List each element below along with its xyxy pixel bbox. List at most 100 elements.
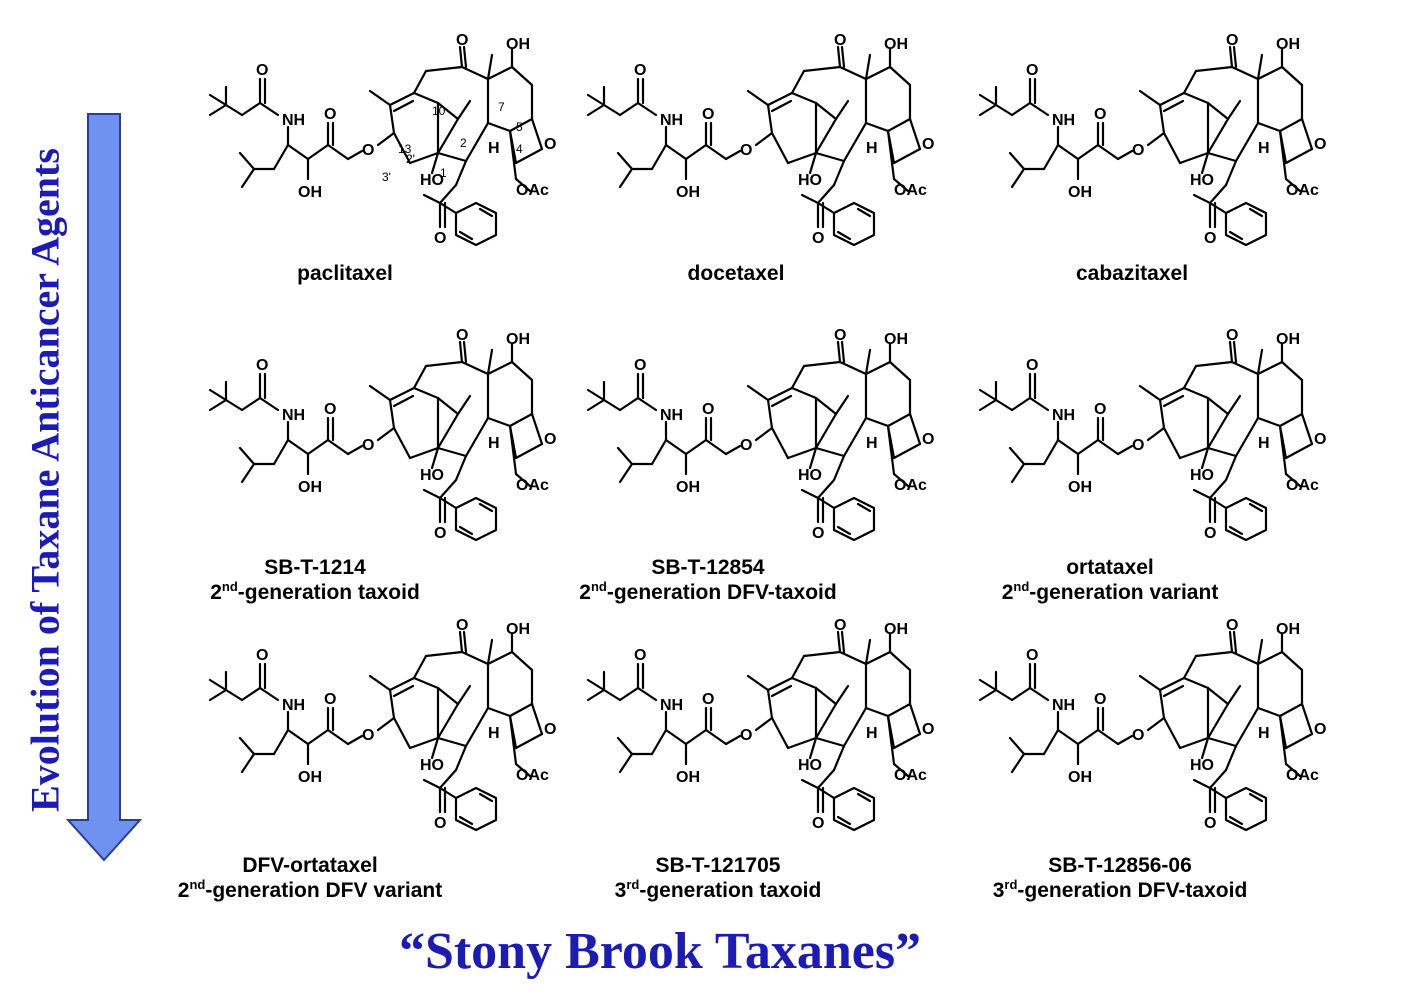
svg-text:O: O xyxy=(256,62,268,79)
svg-text:O: O xyxy=(922,136,934,153)
svg-text:OH: OH xyxy=(884,621,908,638)
svg-text:O: O xyxy=(922,431,934,448)
structure-9: NH O O OH O OH O O HO H OAc O xyxy=(940,617,1360,900)
svg-text:O: O xyxy=(1094,691,1106,708)
svg-text:HO: HO xyxy=(1190,467,1214,484)
svg-text:O: O xyxy=(1204,815,1216,832)
structure-2: NH O O OH O OH O O HO H OAc O xyxy=(548,32,968,315)
compound-name: ortataxel xyxy=(1066,556,1154,579)
svg-text:NH: NH xyxy=(660,112,683,129)
svg-text:HO: HO xyxy=(798,757,822,774)
svg-text:O: O xyxy=(324,106,336,123)
svg-text:O: O xyxy=(362,437,374,454)
svg-text:O: O xyxy=(434,230,446,247)
svg-text:HO: HO xyxy=(420,757,444,774)
svg-text:O: O xyxy=(634,357,646,374)
svg-text:NH: NH xyxy=(282,407,305,424)
svg-text:O: O xyxy=(834,32,846,49)
svg-text:OH: OH xyxy=(506,36,530,53)
svg-text:OH: OH xyxy=(676,769,700,786)
svg-text:OH: OH xyxy=(884,331,908,348)
svg-text:O: O xyxy=(1026,62,1038,79)
svg-text:O: O xyxy=(1226,617,1238,634)
svg-text:OH: OH xyxy=(1276,621,1300,638)
compound-generation: 2nd-generation DFV variant xyxy=(177,877,443,903)
compound-generation: 3rd-generation DFV-taxoid xyxy=(992,877,1248,903)
svg-text:H: H xyxy=(1258,435,1270,452)
svg-text:H: H xyxy=(866,140,878,157)
svg-text:O: O xyxy=(544,136,556,153)
svg-text:O: O xyxy=(434,525,446,542)
svg-text:O: O xyxy=(456,327,468,344)
svg-text:OAc: OAc xyxy=(516,182,549,199)
compound-label: paclitaxel xyxy=(297,262,393,286)
svg-text:OH: OH xyxy=(1068,769,1092,786)
svg-text:O: O xyxy=(456,617,468,634)
svg-text:HO: HO xyxy=(798,172,822,189)
compound-name: paclitaxel xyxy=(297,262,393,285)
compound-name: SB-T-12856-06 xyxy=(1048,854,1192,877)
svg-text:HO: HO xyxy=(420,467,444,484)
svg-text:O: O xyxy=(702,691,714,708)
svg-text:OH: OH xyxy=(676,479,700,496)
svg-text:O: O xyxy=(1026,357,1038,374)
structure-4: NH O O OH O OH O O HO H OAc O xyxy=(170,327,590,610)
svg-text:H: H xyxy=(488,725,500,742)
compound-name: docetaxel xyxy=(687,262,785,285)
svg-text:H: H xyxy=(1258,725,1270,742)
svg-text:O: O xyxy=(362,727,374,744)
svg-text:O: O xyxy=(1094,401,1106,418)
svg-text:OH: OH xyxy=(506,621,530,638)
svg-text:O: O xyxy=(634,647,646,664)
position-number: 1 xyxy=(440,166,447,180)
svg-text:OH: OH xyxy=(506,331,530,348)
svg-text:O: O xyxy=(922,721,934,738)
svg-text:O: O xyxy=(1204,525,1216,542)
svg-text:HO: HO xyxy=(420,172,444,189)
svg-text:O: O xyxy=(1132,727,1144,744)
svg-text:HO: HO xyxy=(1190,757,1214,774)
svg-text:O: O xyxy=(1314,431,1326,448)
svg-text:OH: OH xyxy=(884,36,908,53)
svg-text:H: H xyxy=(866,435,878,452)
compound-name: cabazitaxel xyxy=(1075,262,1189,285)
compound-label: cabazitaxel xyxy=(1076,262,1188,286)
svg-text:OAc: OAc xyxy=(1286,477,1319,494)
svg-text:O: O xyxy=(1132,437,1144,454)
svg-text:NH: NH xyxy=(660,407,683,424)
svg-text:O: O xyxy=(1132,142,1144,159)
svg-text:NH: NH xyxy=(1052,407,1075,424)
side-title: Evolution of Taxane Anticancer Agents xyxy=(22,148,68,812)
svg-text:O: O xyxy=(812,230,824,247)
svg-text:OH: OH xyxy=(298,769,322,786)
svg-text:H: H xyxy=(866,725,878,742)
position-number: 10 xyxy=(432,104,446,118)
svg-text:OAc: OAc xyxy=(894,767,927,784)
position-number: 3' xyxy=(382,170,391,184)
svg-text:OH: OH xyxy=(298,184,322,201)
svg-text:HO: HO xyxy=(798,467,822,484)
svg-text:NH: NH xyxy=(282,112,305,129)
structure-6: NH O O OH O OH O O HO H OAc O xyxy=(940,327,1360,610)
svg-text:H: H xyxy=(488,435,500,452)
compound-generation: 2nd-generation taxoid xyxy=(210,579,420,605)
structure-7: NH O O OH O OH O O HO H OAc O xyxy=(170,617,590,900)
svg-text:O: O xyxy=(812,525,824,542)
svg-text:O: O xyxy=(256,357,268,374)
svg-text:OAc: OAc xyxy=(894,477,927,494)
structure-3: NH O O OH O OH O O HO H OAc O xyxy=(940,32,1360,315)
svg-text:O: O xyxy=(256,647,268,664)
structure-5: NH O O OH O OH O O HO H OAc O xyxy=(548,327,968,610)
svg-text:H: H xyxy=(488,140,500,157)
position-number: 7 xyxy=(498,100,505,114)
compound-label: docetaxel xyxy=(688,262,785,286)
compound-name: SB-T-12854 xyxy=(651,556,765,579)
svg-text:O: O xyxy=(1314,721,1326,738)
svg-text:OAc: OAc xyxy=(1286,182,1319,199)
